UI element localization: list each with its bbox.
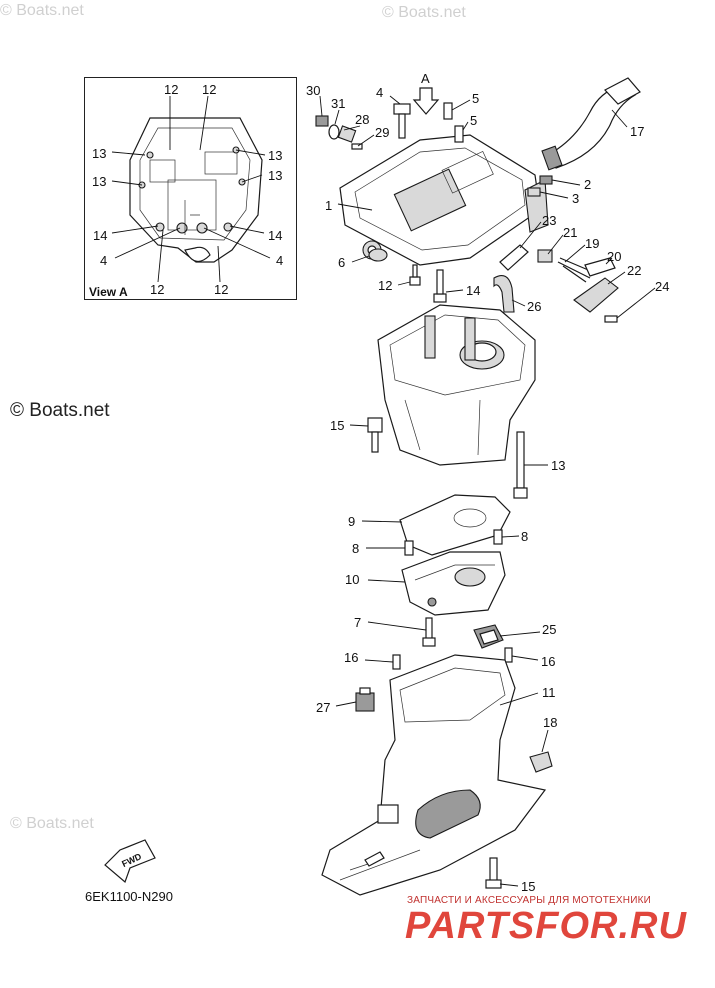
callout-5-lower: 5 (470, 113, 477, 128)
lower-case-11 (321, 654, 547, 896)
callout-15-upper: 15 (330, 418, 344, 433)
callout-2: 2 (584, 177, 591, 192)
view-a-arrow-label: A (421, 71, 430, 86)
callout-4: 4 (376, 85, 383, 100)
view-callout-13-left-mid: 13 (92, 174, 106, 189)
callout-25: 25 (542, 622, 556, 637)
callout-12: 12 (378, 278, 392, 293)
view-callout-12-bottom-left: 12 (150, 282, 164, 297)
callout-16-left: 16 (344, 650, 358, 665)
callout-8-left: 8 (352, 541, 359, 556)
collar-28 (337, 125, 357, 143)
view-callout-14-left: 14 (93, 228, 107, 243)
callout-5-upper: 5 (472, 91, 479, 106)
callout-26: 26 (527, 299, 541, 314)
view-a-label: View A (89, 285, 128, 299)
bolt-7 (422, 617, 436, 647)
callout-29: 29 (375, 125, 389, 140)
callout-3: 3 (572, 191, 579, 206)
callout-31: 31 (331, 96, 345, 111)
o-ring-31 (328, 124, 340, 140)
bolt-14 (433, 269, 447, 303)
exhaust-guide-10 (401, 551, 506, 616)
bracket-22 (573, 277, 619, 313)
callout-14: 14 (466, 283, 480, 298)
drawing-code: 6EK1100-N290 (85, 889, 173, 904)
view-a-arrow (412, 87, 440, 115)
copyright-text: © Boats.net (10, 400, 110, 421)
watermark-top-center: © Boats.net (382, 4, 466, 21)
watermark-top-left: © Boats.net (0, 2, 84, 19)
bolt-4 (393, 103, 411, 139)
fitting-3 (527, 187, 541, 197)
callout-19: 19 (585, 236, 599, 251)
callout-22: 22 (627, 263, 641, 278)
view-callout-12-top-left: 12 (164, 82, 178, 97)
callout-7: 7 (354, 615, 361, 630)
view-callout-13-right-top: 13 (268, 148, 282, 163)
callout-8-right: 8 (521, 529, 528, 544)
callout-11: 11 (542, 685, 556, 700)
view-a-frame (84, 77, 297, 300)
callout-1: 1 (325, 198, 332, 213)
callout-24: 24 (655, 279, 669, 294)
callout-6: 6 (338, 255, 345, 270)
nut-27 (355, 687, 375, 712)
callout-30: 30 (306, 83, 320, 98)
callout-9: 9 (348, 514, 355, 529)
upper-casing (377, 304, 536, 466)
callout-13: 13 (551, 458, 565, 473)
fitting-2 (539, 175, 553, 185)
callout-16-right: 16 (541, 654, 555, 669)
view-a-drawing (111, 95, 271, 283)
seal-25 (473, 624, 504, 649)
bolt-13 (513, 431, 528, 499)
brand-tagline: ЗАПЧАСТИ И АКСЕССУАРЫ ДЛЯ МОТОТЕХНИКИ (407, 895, 652, 906)
bolt-15-lower (485, 857, 502, 889)
gasket-9 (399, 494, 511, 556)
dowel-8-left (404, 540, 414, 556)
bolt-12 (409, 264, 421, 286)
callout-17: 17 (630, 124, 644, 139)
callout-21: 21 (563, 225, 577, 240)
watermark-bottom-left: © Boats.net (10, 815, 94, 832)
callout-15-lower: 15 (521, 879, 535, 894)
bolt-15-upper (367, 417, 383, 453)
view-callout-4-left: 4 (100, 253, 107, 268)
fwd-arrow (104, 839, 156, 884)
view-callout-14-right: 14 (268, 228, 282, 243)
dowel-16-left (392, 654, 401, 670)
screw-29 (351, 143, 363, 150)
screw-24 (604, 315, 618, 323)
dowel-8-right (493, 529, 503, 545)
cap-18 (529, 751, 553, 773)
view-callout-12-bottom-right: 12 (214, 282, 228, 297)
exhaust-pipe (541, 77, 641, 171)
dowel-pin-lower (454, 125, 464, 143)
upper-case-plate (339, 134, 549, 266)
view-callout-4-right: 4 (276, 253, 283, 268)
callout-27: 27 (316, 700, 330, 715)
view-callout-12-top-right: 12 (202, 82, 216, 97)
callout-18: 18 (543, 715, 557, 730)
leader-lines (319, 95, 656, 887)
fitting-30 (315, 115, 329, 127)
view-callout-13-right-mid: 13 (268, 168, 282, 183)
brand-logo: PARTSFOR.RU (405, 905, 687, 947)
callout-20: 20 (607, 249, 621, 264)
clip-23 (499, 244, 529, 271)
view-callout-13-left-top: 13 (92, 146, 106, 161)
callout-10: 10 (345, 572, 359, 587)
callout-23: 23 (542, 213, 556, 228)
callout-28: 28 (355, 112, 369, 127)
hose-26 (493, 275, 515, 313)
dowel-16-right (504, 647, 513, 663)
grommet-6 (368, 248, 388, 262)
dowel-pin-upper (443, 102, 453, 120)
